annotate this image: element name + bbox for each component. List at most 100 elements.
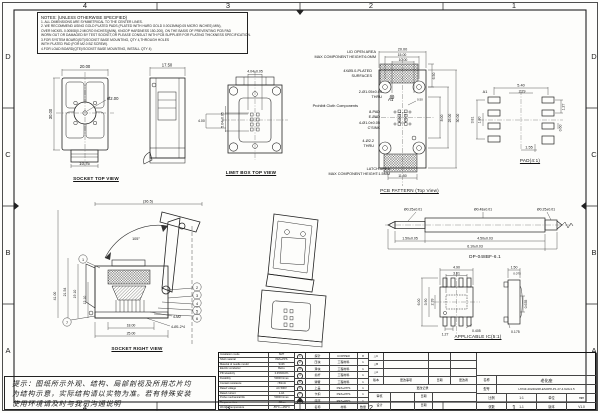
caption-applicable-ic: APPLICABLE IC(5:1) <box>454 334 502 339</box>
parts-header-qty: 数量 <box>358 404 369 411</box>
balloon-5: 5 <box>196 309 198 313</box>
dim-limit-x: 4.04±0.05 <box>247 70 263 74</box>
spec-key: Material of needle mould <box>219 362 269 368</box>
dim-probe-tip-right: Ø0.25±0.01 <box>537 208 555 212</box>
dim-ic-lead-w: 0.405 <box>472 329 481 333</box>
dim-ic-thickness: 0.175 <box>511 330 520 334</box>
balloon-7: 7 <box>66 321 68 325</box>
dim-lines <box>205 74 263 132</box>
dim-pcb-w: 20.00 <box>398 48 408 52</box>
rev-mark-a: △A <box>369 369 384 377</box>
socket-3d-view <box>257 213 327 348</box>
part-balloon-cell: 2 <box>295 359 306 366</box>
version-label: 版本 <box>537 402 567 411</box>
dim-slider-width: 10.75 <box>79 161 90 166</box>
part-qty: 1 <box>358 378 369 385</box>
zone-label-left: D <box>5 52 11 61</box>
notes-line: 4.FOR LOAD BOARD(QTE)/SOCKET BASE MOUNTI… <box>41 46 152 51</box>
balloon-callouts: 1 2 3 4 5 6 7 <box>62 254 202 327</box>
zone-label-right: A <box>591 346 597 355</box>
part-qty: 1 <box>358 359 369 366</box>
dim-lines <box>53 69 109 168</box>
part-material: PES+PPS <box>330 391 358 398</box>
dim-pcb-w3: 10.00 <box>399 58 408 62</box>
parts-header-material: 材料 <box>330 404 358 411</box>
dim-pcb-pad: 0.50 <box>417 98 423 102</box>
zone-label-left: B <box>5 248 11 257</box>
label-latch-area: LATCH AREA MAX COMPONENT HEIGHT:1.5MM <box>276 167 390 176</box>
socket-side-outline <box>143 77 186 165</box>
part-balloon: 4 <box>297 373 303 378</box>
dim-pcb-v1: 8.00 <box>440 115 444 122</box>
spec-value: PES+PPS <box>269 357 295 363</box>
spec-value: <50mΩ <box>269 381 295 387</box>
ic-side-view <box>503 279 523 325</box>
dim-ic-ep-w: 2.39 <box>431 299 435 306</box>
rev-empty <box>384 361 429 369</box>
spec-value: 1-3A <box>269 391 295 397</box>
spec-key: Electric conductor <box>219 367 269 373</box>
hint-line: 为结构示意，实际结构请以实物为准。若有特殊安装 <box>12 390 192 398</box>
dim-socket-width: 20.00 <box>80 64 91 69</box>
dim-pcb-bottom: 11.50 <box>398 174 407 178</box>
dim-right-b2: 25.00 <box>127 332 136 336</box>
keepout-hatch <box>379 63 419 173</box>
dim-socket-height: 30.00 <box>48 108 53 119</box>
dim-lines <box>476 87 563 152</box>
label-lid-open-area: LID OPEN AREA MAX COMPONENT HEIGHT:6.0MM <box>272 50 376 59</box>
dim-probe-len-total: 6.10±0.03 <box>467 245 483 249</box>
part-balloon-cell: 7 <box>295 391 306 398</box>
socket-3d-lid <box>267 213 319 281</box>
dim-ic-body-l: 4.90 <box>453 266 460 270</box>
zone-label-top: 2 <box>368 1 374 10</box>
caption-socket-top-view: SOCKET TOP VIEW <box>73 176 119 181</box>
dim-pad-width: 0.60 <box>559 125 563 132</box>
spec-key: Response time <box>219 401 269 407</box>
parts-header-blank <box>295 404 306 411</box>
part-balloon: 1 <box>297 354 303 359</box>
notes-block: NOTES: (UNLESS OTHERWISE SPECIFIED) 1. A… <box>37 12 251 54</box>
balloon-1: 1 <box>82 258 84 262</box>
dim-lines <box>387 211 558 251</box>
parts-header-name: 名称 <box>306 404 330 411</box>
dim-lines <box>421 268 525 331</box>
dim-pcb-right-top: 6.50 <box>432 73 436 80</box>
design-value <box>391 401 415 411</box>
dim-ic-standoff: 0.075 <box>513 272 521 276</box>
dim-pad-bottom: 1.55 <box>525 146 532 150</box>
zone-label-top: 1 <box>511 1 517 10</box>
socket-side-view: 17.50 <box>143 63 186 165</box>
notes-line: 1. ALL DIMENSIONS ARE SYMMETRICAL TO THE… <box>41 19 143 24</box>
part-balloon: 2 <box>297 360 303 365</box>
part-qty: 1 <box>358 365 369 373</box>
zone-label-bottom: 4 <box>82 403 88 412</box>
rev-empty <box>384 369 429 377</box>
rev-mark-c: △C <box>369 353 384 361</box>
socket-base-section <box>85 259 169 319</box>
probe-view: Ø0.25±0.01 Ø0.48±0.01 Ø0.25±0.01 1.50±0.… <box>385 208 574 251</box>
zone-label-right: B <box>591 248 597 257</box>
spec-value: 50000 times <box>269 396 295 402</box>
part-name: 探针 <box>306 353 330 360</box>
rev-header-change: 更改事项 <box>384 377 429 385</box>
caption-pad-detail: PAD(4:1) <box>519 158 541 163</box>
label-lid-open-area-line1: LID OPEN AREA <box>347 50 376 54</box>
part-balloon-cell: 6 <box>295 385 306 392</box>
label-plated-surfaces: 4XØ5.0-PLATED SURFACES <box>288 69 372 78</box>
label-plated-line2: SURFACES <box>351 73 372 78</box>
zone-label-right: C <box>591 150 597 159</box>
label-thru-line1: 4-Ø2.2 <box>362 139 374 143</box>
centerlines <box>372 58 434 186</box>
notes-line: 2. WE RECOMMEND USING GOLD PLATED PADS (… <box>41 24 222 29</box>
rev-empty <box>429 361 451 369</box>
sheet-label: 张数 <box>477 402 507 411</box>
part-balloon-cell: 8 <box>295 397 306 405</box>
open-angle-arc: 105° <box>104 225 169 260</box>
part-balloon: 6 <box>297 386 303 391</box>
dim-lines <box>57 202 203 338</box>
dim-pcb-v2: 25.00 <box>448 114 452 123</box>
label-latch-line1: LATCH AREA <box>366 167 390 171</box>
part-name: 上盖 <box>306 385 330 392</box>
dim-probe-barrel: Ø0.48±0.01 <box>474 208 492 212</box>
spec-key: Rated current <box>219 391 269 397</box>
